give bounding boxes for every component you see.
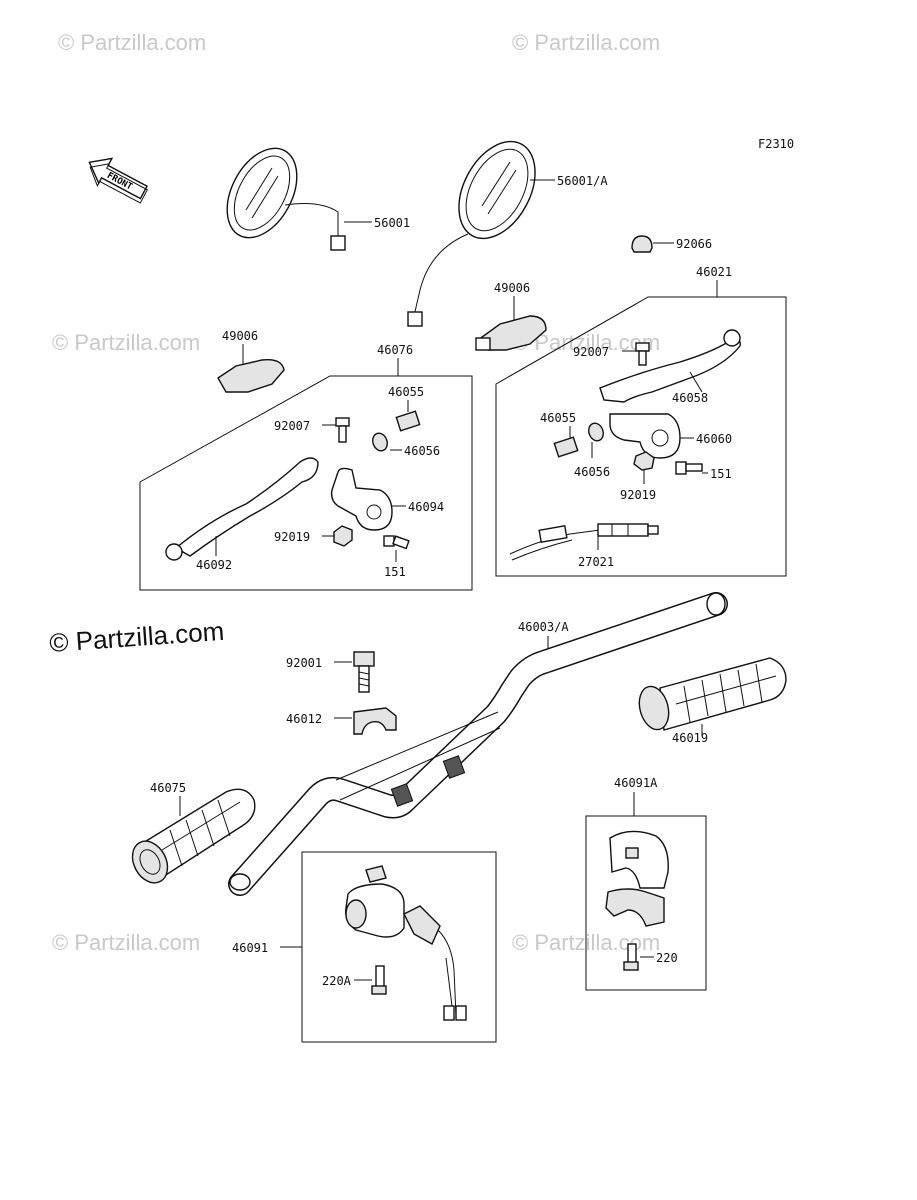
screw-220[interactable] bbox=[623, 943, 639, 971]
label-nut-right: 92019 bbox=[620, 488, 656, 502]
throttle-assembly-box bbox=[585, 815, 707, 991]
label-screw-220A: 220A bbox=[322, 974, 352, 988]
handlebar-switch-46091[interactable] bbox=[345, 865, 467, 1021]
clutch-switch-cable-27021[interactable] bbox=[509, 523, 659, 561]
label-handlebar: 46003/A bbox=[518, 620, 569, 634]
label-nut-left: 92019 bbox=[274, 530, 310, 544]
screw-220A[interactable] bbox=[371, 965, 387, 995]
left-lever-assembly-box bbox=[139, 375, 473, 591]
bolt-92001[interactable] bbox=[353, 651, 375, 693]
label-adjuster-right: 46055 bbox=[540, 411, 576, 425]
lever-holder-46094[interactable] bbox=[330, 467, 393, 531]
label-cap: 92066 bbox=[676, 237, 712, 251]
label-lever-right: 46058 bbox=[672, 391, 708, 405]
label-adjuster-left: 46055 bbox=[388, 385, 424, 399]
label-grip-left: 46075 bbox=[150, 781, 186, 795]
nut-92019-left[interactable] bbox=[333, 525, 353, 547]
label-bolt-151-left: 151 bbox=[384, 565, 406, 579]
label-grip-right: 46019 bbox=[672, 731, 708, 745]
label-lever-holder-right-box: 46021 bbox=[696, 265, 732, 279]
cap-92066[interactable] bbox=[631, 235, 653, 253]
watermark-mid-left: © Partzilla.com bbox=[52, 330, 200, 355]
label-lever-holder-left-box: 46076 bbox=[377, 343, 413, 357]
label-locknut-right: 46056 bbox=[574, 465, 610, 479]
mirror-left[interactable] bbox=[213, 137, 346, 251]
bolt-92007-left[interactable] bbox=[335, 417, 350, 443]
grip-cover-right[interactable] bbox=[475, 315, 547, 351]
front-direction-arrow-icon: FRONT bbox=[88, 157, 149, 204]
watermark-top-left: © Partzilla.com bbox=[58, 30, 206, 55]
grip-left-46075[interactable] bbox=[126, 788, 256, 889]
bolt-151-left[interactable] bbox=[383, 535, 410, 550]
locknut-46056-right[interactable] bbox=[586, 421, 605, 443]
grip-cover-left[interactable] bbox=[217, 359, 285, 393]
label-grip-cover-left: 49006 bbox=[222, 329, 258, 343]
clutch-lever-right[interactable] bbox=[599, 329, 741, 403]
grip-right-46019[interactable] bbox=[635, 657, 787, 733]
locknut-46056-left[interactable] bbox=[370, 431, 389, 453]
watermark-bottom-left: © Partzilla.com bbox=[52, 930, 200, 955]
bolt-151-right[interactable] bbox=[675, 461, 703, 475]
label-holder-right: 46060 bbox=[696, 432, 732, 446]
label-bolt-151-right: 151 bbox=[710, 467, 732, 481]
label-locknut-left: 46056 bbox=[404, 444, 440, 458]
logo-text: © Partzilla.com bbox=[48, 616, 225, 658]
label-clamp: 46012 bbox=[286, 712, 322, 726]
label-throttle-box: 46091A bbox=[614, 776, 658, 790]
label-mirror-right: 56001/A bbox=[557, 174, 608, 188]
label-bolt-92007-right: 92007 bbox=[573, 345, 609, 359]
label-screw-220: 220 bbox=[656, 951, 678, 965]
label-lever-left: 46092 bbox=[196, 558, 232, 572]
clamp-46012[interactable] bbox=[353, 707, 397, 735]
partzilla-logo: © Partzilla.com bbox=[48, 616, 225, 658]
label-switch-box: 46091 bbox=[232, 941, 268, 955]
throttle-housing-46091a[interactable] bbox=[605, 830, 669, 927]
adjuster-46055-left[interactable] bbox=[395, 410, 421, 432]
label-holder-left: 46094 bbox=[408, 500, 444, 514]
bolt-92007-right[interactable] bbox=[635, 342, 650, 366]
brake-lever-left[interactable] bbox=[165, 457, 319, 561]
right-lever-assembly-box bbox=[495, 296, 787, 577]
diagram-code: F2310 bbox=[758, 137, 794, 151]
label-cable-switch: 27021 bbox=[578, 555, 614, 569]
label-bolt-92001: 92001 bbox=[286, 656, 322, 670]
lever-holder-46060[interactable] bbox=[609, 413, 681, 459]
adjuster-46055-right[interactable] bbox=[553, 436, 579, 458]
mirror-right[interactable] bbox=[407, 129, 551, 327]
handlebar-46003a[interactable] bbox=[228, 592, 728, 896]
nut-92019-right[interactable] bbox=[633, 451, 655, 471]
label-grip-cover-right: 49006 bbox=[494, 281, 530, 295]
switch-assembly-box bbox=[301, 851, 497, 1043]
label-bolt-92007-left: 92007 bbox=[274, 419, 310, 433]
label-mirror-left: 56001 bbox=[374, 216, 410, 230]
watermark-top-right: © Partzilla.com bbox=[512, 30, 660, 55]
